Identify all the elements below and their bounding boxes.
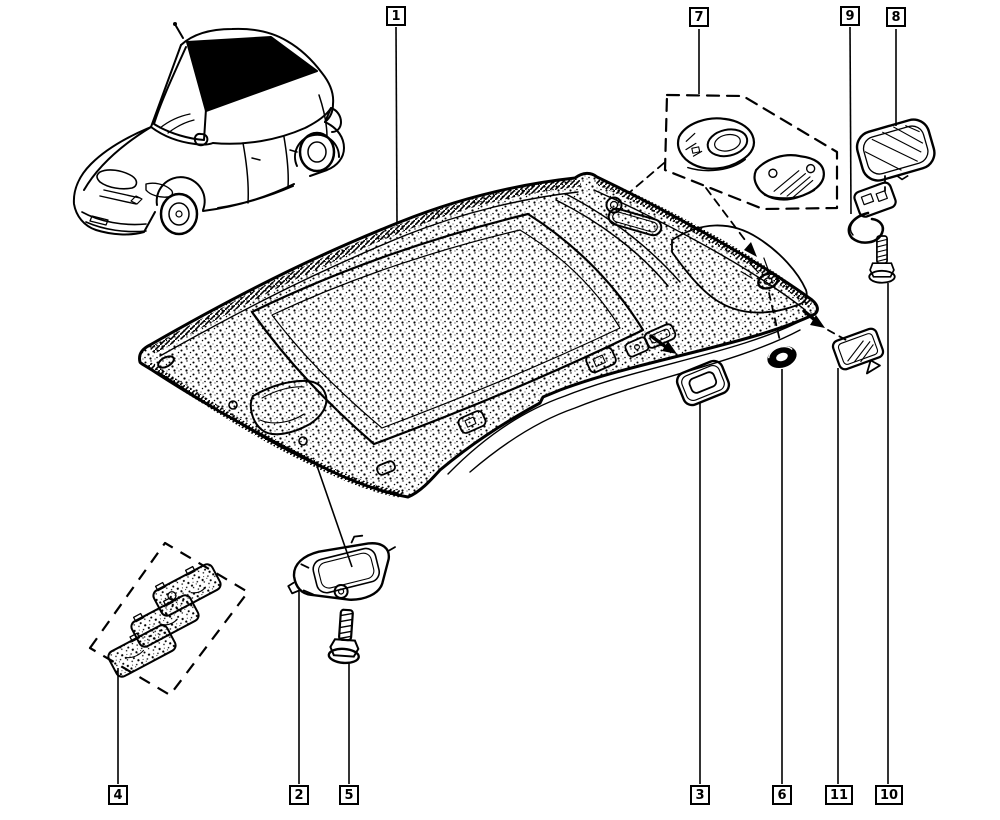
dash-lamp-to-boss	[705, 187, 749, 245]
callout-box-4: 4	[108, 785, 128, 805]
arrowhead-bezel	[662, 341, 677, 354]
callout-box-2: 2	[289, 785, 309, 805]
callout-box-11: 11	[825, 785, 854, 805]
bezel-3	[675, 359, 731, 407]
lamp-set-group	[663, 93, 839, 211]
car-mirror	[193, 132, 209, 147]
car-front-profile	[72, 126, 156, 236]
car-fog-slot	[89, 215, 109, 226]
clip-11	[831, 327, 885, 375]
headliner-panel	[138, 171, 819, 499]
edge-band-right	[596, 178, 812, 306]
car-grille-lines	[99, 189, 141, 205]
car-handle-dots	[251, 149, 298, 161]
callout-box-3: 3	[690, 785, 710, 805]
car-antenna	[175, 25, 184, 39]
dash-boss-to-grommet	[768, 292, 781, 342]
arrowhead-boss	[744, 242, 757, 257]
callout-box-7: 7	[689, 7, 709, 27]
panel-hole-a	[228, 400, 238, 410]
screw-10	[868, 235, 896, 284]
dashed-connectors	[629, 162, 886, 354]
callout-box-1: 1	[386, 6, 406, 26]
leader-9	[849, 26, 852, 215]
dashed-box-7	[663, 93, 839, 211]
overhead-console-2	[287, 534, 396, 601]
dashed-box-4	[88, 541, 250, 697]
car-sill	[202, 183, 295, 212]
car-a-pillar	[150, 44, 182, 128]
car-headlight	[96, 169, 138, 190]
visor-clip-plate	[107, 624, 177, 678]
car-windshield	[153, 46, 207, 141]
callout-box-5: 5	[339, 785, 359, 805]
car-bumper-lines	[81, 211, 147, 233]
rear-lamp-plate-8	[855, 118, 936, 182]
car-logo	[130, 195, 143, 205]
dash-lamp-to-ring	[629, 162, 665, 193]
rail-fitting-1	[457, 410, 487, 434]
arrow-to-bezel-line	[649, 334, 668, 349]
sunroof-handle-slot	[607, 207, 663, 237]
divider-rib	[555, 193, 681, 287]
car-thumbnail	[72, 22, 345, 236]
headliner-outline	[138, 171, 819, 499]
car-front-wheel-arch	[155, 176, 206, 211]
car-hood-crease	[83, 126, 152, 191]
arrow-to-clip-line	[802, 309, 817, 322]
leader-1	[395, 26, 398, 223]
car-cowl	[150, 126, 214, 146]
dash-to-clip	[827, 329, 847, 341]
panel-ring-hole	[605, 196, 623, 214]
callout-box-10: 10	[875, 785, 904, 805]
visor-clip-set-4	[88, 541, 250, 697]
hook-mount-boss	[740, 257, 779, 290]
console-aperture	[249, 379, 328, 436]
edge-band-top	[151, 179, 581, 353]
panel-hole-b	[298, 436, 308, 446]
car-taillight	[324, 107, 342, 133]
callout-box-8: 8	[886, 7, 906, 27]
panel-oval-hole	[157, 355, 175, 369]
car-roof-outline	[180, 27, 335, 123]
callout-box-6: 6	[772, 785, 792, 805]
car-front-wheel	[159, 192, 199, 236]
grommet-6	[767, 345, 797, 369]
lamp-housing-a	[677, 117, 756, 172]
car-roof-patch	[186, 36, 318, 112]
car-rear-wheel	[298, 131, 336, 173]
rail-fitting-2	[585, 346, 617, 374]
lamp-housing-b	[753, 154, 825, 201]
car-tailgate	[309, 121, 345, 177]
rear-recess	[671, 224, 808, 314]
car-wiper-lines	[159, 113, 195, 134]
leader-lines	[117, 26, 897, 784]
car-beltline	[212, 107, 332, 145]
panel-slot	[376, 460, 396, 476]
callout-box-9: 9	[840, 6, 860, 26]
arrowhead-clip	[810, 315, 825, 328]
leader-panel-console	[315, 462, 353, 568]
car-door-lines	[242, 94, 328, 204]
car-headlight-inner	[145, 182, 174, 198]
screw-5	[327, 608, 360, 665]
car-rear-wheel-arch	[294, 133, 341, 167]
sunroof-recess-inner	[271, 229, 621, 429]
coat-hook-9	[847, 181, 897, 244]
sunroof-recess-outer	[250, 212, 645, 446]
